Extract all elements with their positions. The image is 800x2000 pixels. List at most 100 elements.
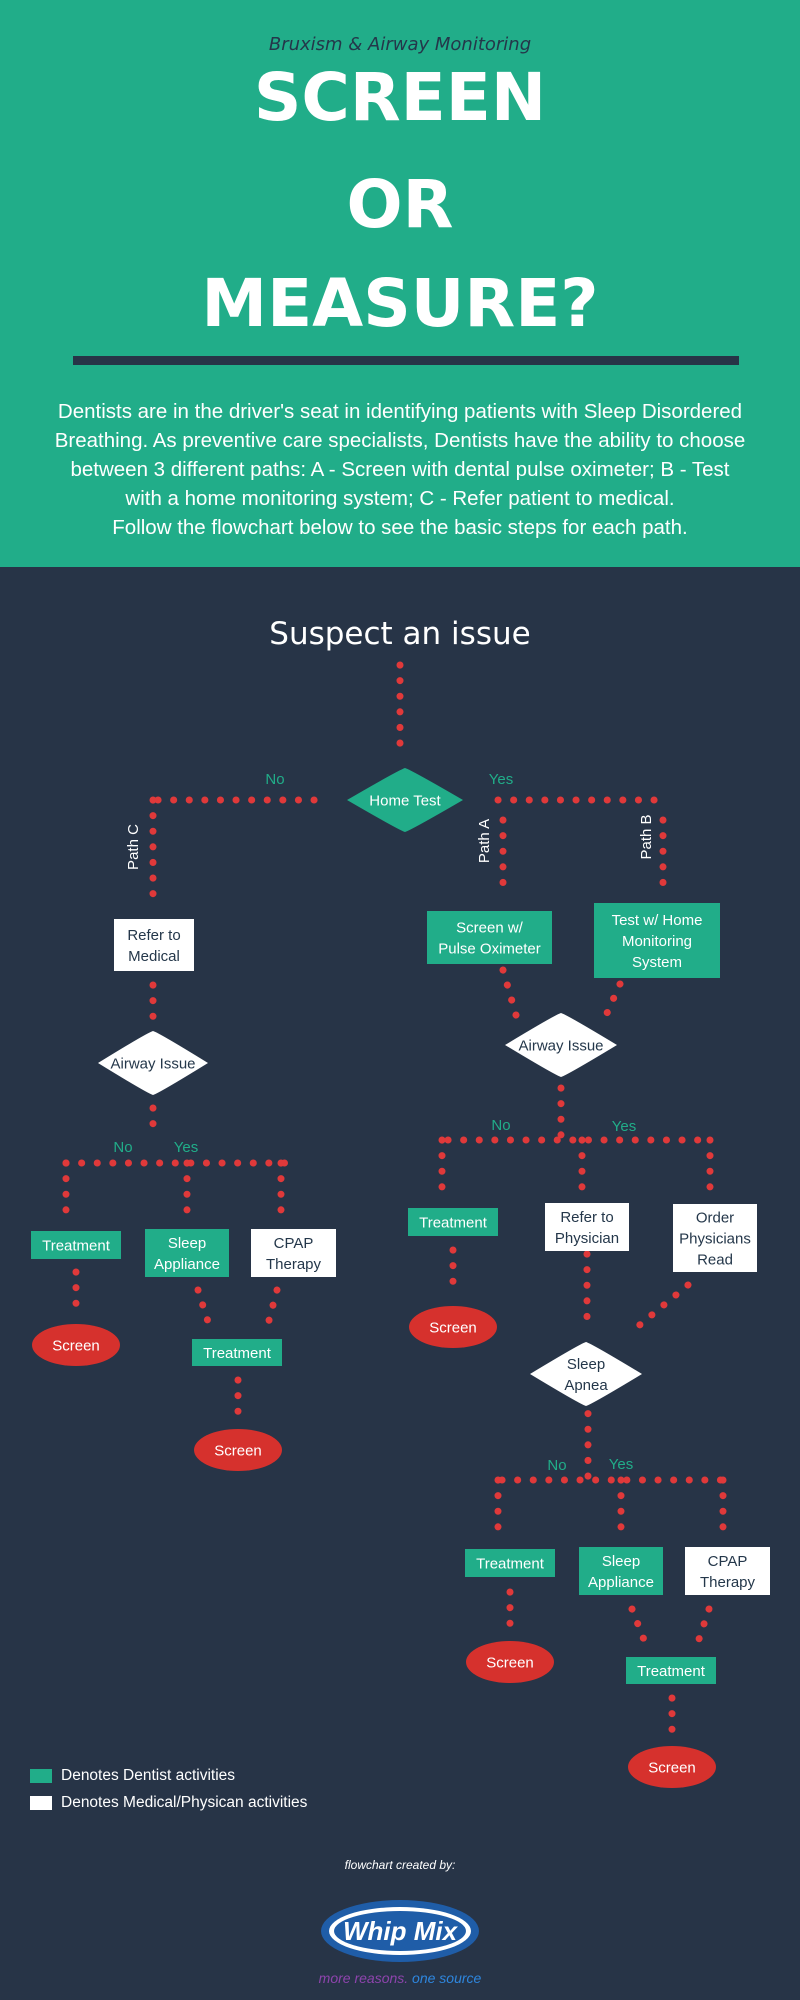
node-label: Appliance [154,1256,220,1273]
title-line-3: MEASURE? [201,265,599,342]
legend-medical: Denotes Medical/Physican activities [30,1793,307,1813]
process-box [31,1231,121,1259]
screen-oval [32,1324,120,1366]
process-box [594,903,720,978]
title-divider [73,356,739,365]
intro-line: Follow the flowchart below to see the ba… [112,516,688,539]
branch-label: No [547,1457,566,1474]
screen-oval [628,1746,716,1788]
process-box [427,911,552,964]
node-label: Read [697,1251,733,1268]
node-label: CPAP [708,1553,748,1570]
legend-dentist-swatch [30,1769,52,1783]
node-label: Screen [52,1337,100,1354]
node-label: CPAP [274,1235,314,1252]
branch-label: Yes [174,1139,198,1156]
branch-label: No [265,771,284,788]
node-label: Screen w/ [456,919,524,936]
screen-oval [194,1429,282,1471]
node-label: Physicians [679,1230,751,1247]
process-box [251,1229,336,1277]
node-label: Therapy [266,1256,322,1273]
intro-line: Breathing. As preventive care specialist… [54,429,746,452]
node-label: Refer to [127,927,180,944]
node-label: Apnea [564,1377,608,1394]
logo-wordmark: Whip Mix [343,1916,459,1946]
branch-label: No [113,1139,132,1156]
node-label: Treatment [419,1214,488,1231]
node-label: Sleep [602,1553,640,1570]
process-box [465,1549,555,1577]
decision-diamond [98,1031,208,1095]
decision-diamond [505,1013,617,1077]
decision-diamond [347,768,463,832]
process-box [114,919,194,971]
connector-path [693,1605,713,1649]
intro-paragraph: Dentists are in the driver's seat in ide… [30,397,770,542]
node-label: Sleep [168,1235,206,1252]
screen-oval [466,1641,554,1683]
legend-dentist: Denotes Dentist activities [30,1766,235,1786]
decision-diamond [530,1342,642,1406]
subtitle: Bruxism & Airway Monitoring [268,34,532,55]
legend-medical-label: Denotes Medical/Physican activities [61,1794,308,1811]
node-label: Screen [648,1759,696,1776]
node-label: Screen [429,1319,477,1336]
node-label: Sleep [567,1356,605,1373]
screen-oval [409,1306,497,1348]
connector-path [599,980,624,1026]
credit-text: flowchart created by: [344,1858,456,1872]
node-label: Order [696,1209,734,1226]
path-label: Path B [638,814,655,859]
node-label: Treatment [42,1237,111,1254]
header-band: Bruxism & Airway Monitoring SCREEN OR ME… [0,0,800,567]
connector-path [628,1605,650,1649]
node-label: Treatment [476,1555,545,1572]
node-label: Physician [555,1230,619,1247]
node-label: System [632,954,682,971]
process-box [145,1229,229,1277]
node-label: Appliance [588,1574,654,1591]
process-box [545,1203,629,1251]
path-label: Path C [125,824,142,870]
branch-label: Yes [612,1118,636,1135]
legend-dentist-label: Denotes Dentist activities [61,1767,236,1784]
legend-medical-swatch [30,1796,52,1810]
process-box [192,1339,282,1366]
intro-line: between 3 different paths: A - Screen wi… [70,458,730,481]
node-label: Pulse Oximeter [438,940,541,957]
tagline: more reasons. one source [0,1970,800,1986]
process-box [408,1208,498,1236]
node-label: Test w/ Home [612,912,703,929]
node-label: Screen [486,1654,534,1671]
title-line-1: SCREEN [253,59,547,136]
node-label: Airway Issue [518,1037,603,1054]
tagline-part-2: one source [412,1970,482,1986]
node-label: Home Test [369,792,441,809]
path-label: Path A [476,819,493,863]
process-box [673,1204,757,1272]
process-box [626,1657,716,1684]
node-label: Airway Issue [110,1055,195,1072]
node-label: Refer to [560,1209,613,1226]
node-label: Screen [214,1442,262,1459]
intro-line: Dentists are in the driver's seat in ide… [57,400,743,423]
node-label: Treatment [203,1345,272,1362]
connector-path [632,1281,692,1332]
whip-mix-logo: Whip Mix [321,1900,479,1962]
tagline-part-1: more reasons. [318,1970,409,1986]
connector-path [194,1286,214,1332]
node-label: Monitoring [622,933,692,950]
connector-path [263,1286,281,1332]
node-label: Therapy [700,1574,756,1591]
intro-line: with a home monitoring system; C - Refer… [125,487,675,510]
branch-label: No [491,1117,510,1134]
flowchart-heading: Suspect an issue [269,616,531,652]
node-label: Treatment [637,1663,706,1680]
connector-path [499,966,522,1026]
node-label: Medical [128,948,180,965]
branch-label: Yes [489,771,513,788]
process-box [579,1547,663,1595]
